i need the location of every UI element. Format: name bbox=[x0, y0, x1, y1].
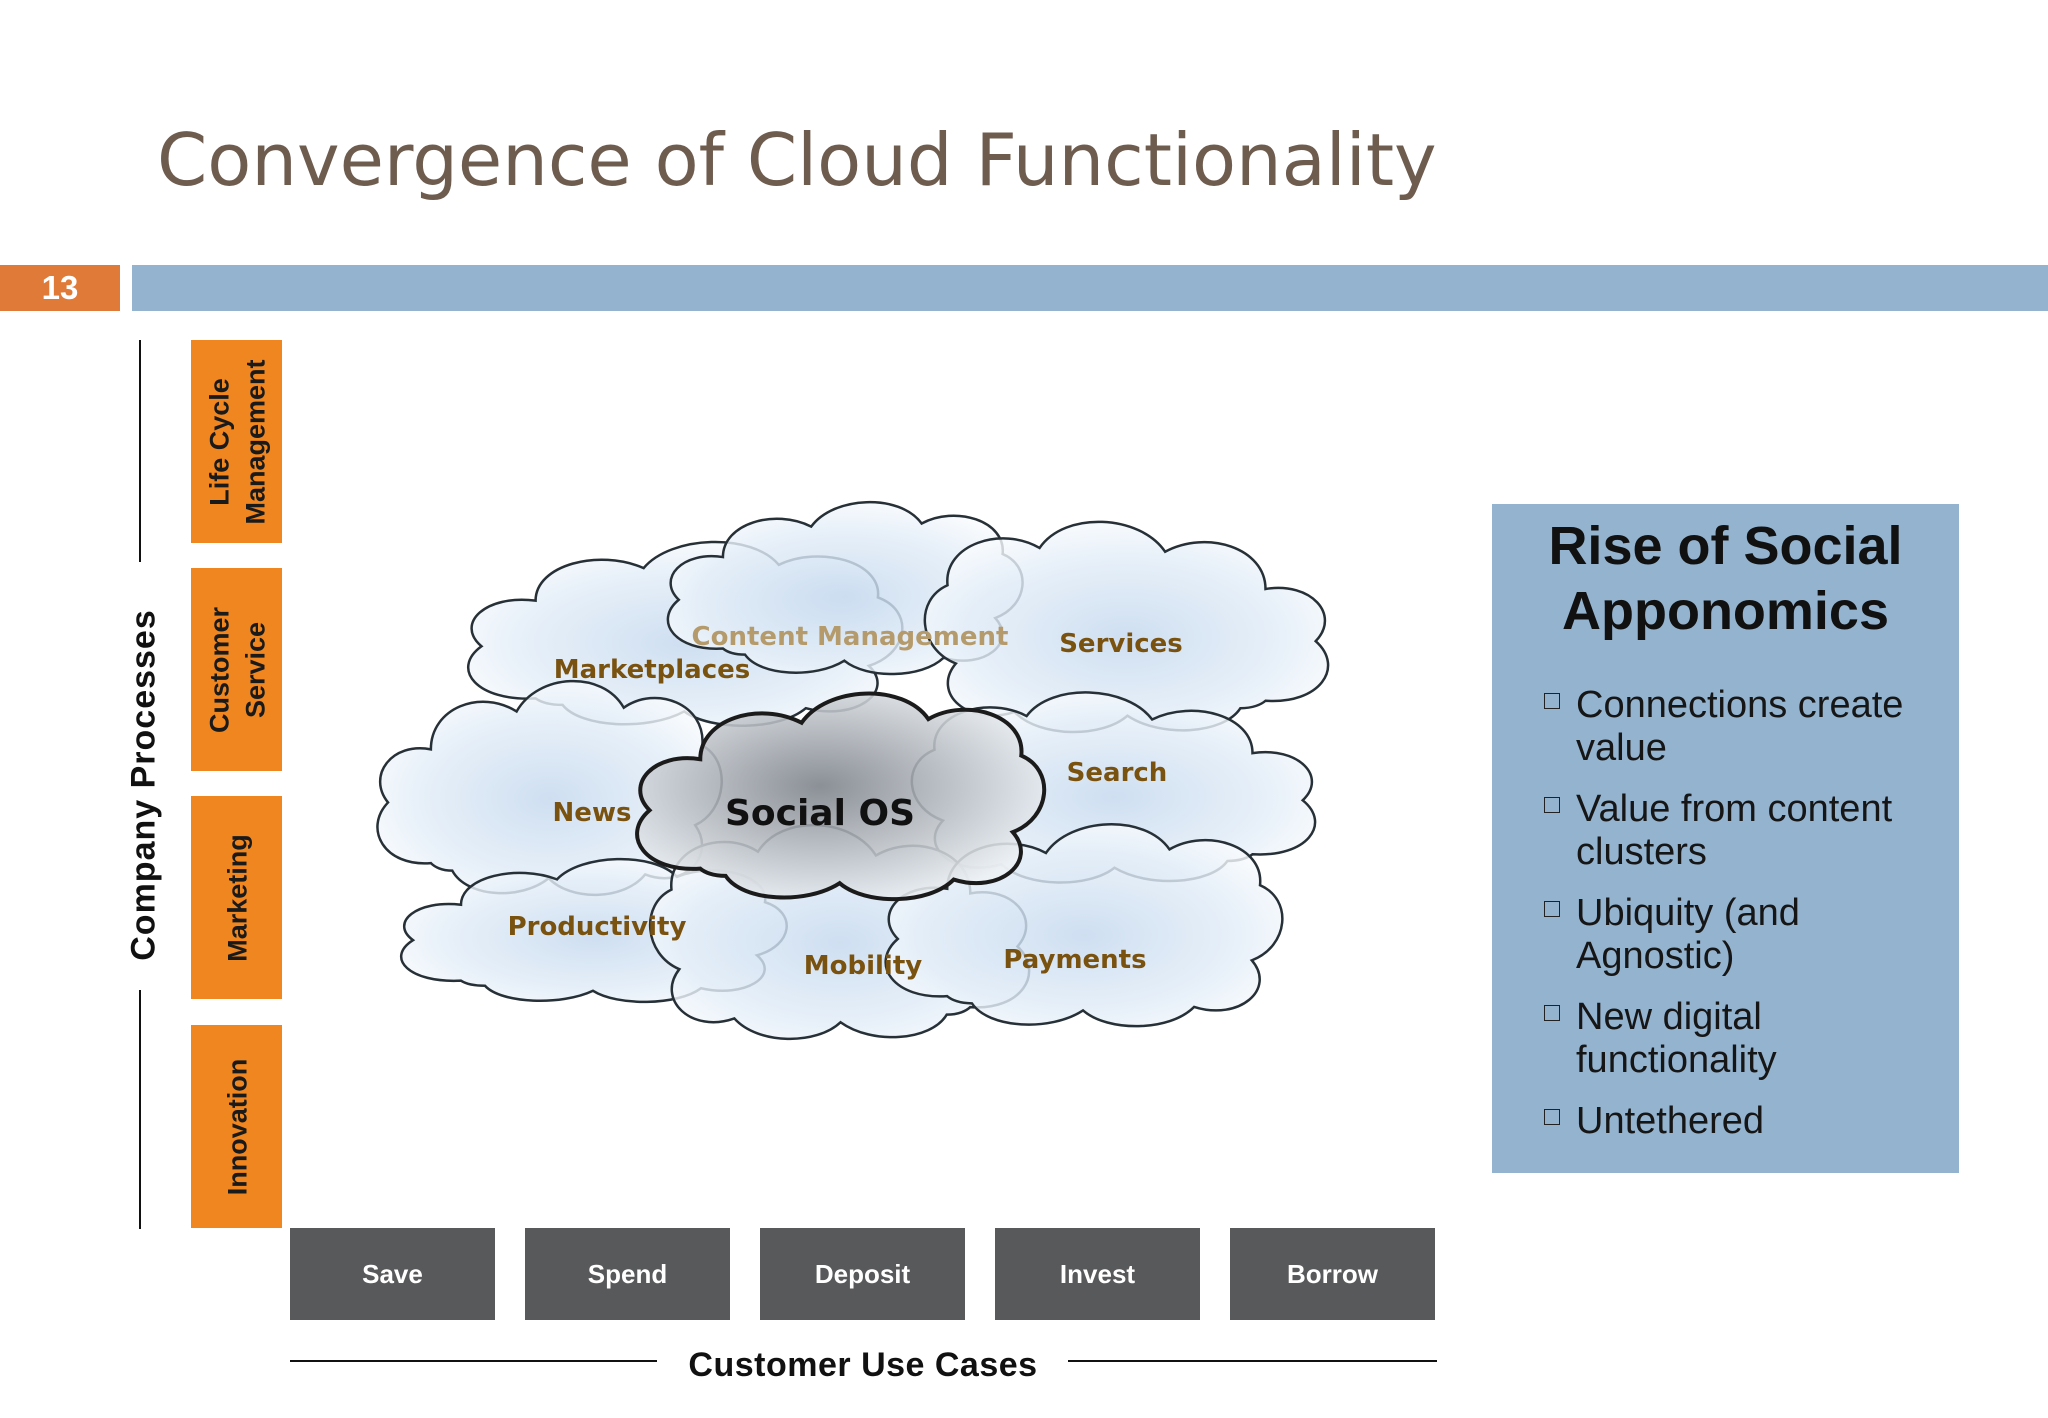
use-case-borrow: Borrow bbox=[1230, 1228, 1435, 1320]
process-box-innovation: Innovation bbox=[191, 1025, 282, 1228]
cloud-label-productivity: Productivity bbox=[508, 912, 687, 942]
cloud-label-marketplaces: Marketplaces bbox=[554, 655, 751, 685]
company-processes-label-text: Company Processes bbox=[124, 609, 163, 961]
cloud-label-social-os: Social OS bbox=[725, 793, 915, 834]
apponomics-panel: Rise of Social Apponomics Connections cr… bbox=[1492, 504, 1959, 1173]
cloud-diagram: Content Management Marketplaces Services… bbox=[340, 470, 1360, 1070]
title-bar bbox=[132, 265, 2048, 311]
bullet-text: Untethered bbox=[1576, 1100, 1765, 1142]
process-box-marketing: Marketing bbox=[191, 796, 282, 999]
use-case-invest: Invest bbox=[995, 1228, 1200, 1320]
bullet-text: New digital functionality bbox=[1576, 996, 1777, 1081]
bullet-text: Ubiquity (and Agnostic) bbox=[1576, 892, 1800, 977]
panel-title: Rise of Social Apponomics bbox=[1548, 516, 1903, 641]
process-box-life-cycle-management: Life Cycle Management bbox=[191, 340, 282, 543]
list-item: Ubiquity (and Agnostic) bbox=[1544, 892, 1926, 978]
process-box-customer-service: Customer Service bbox=[191, 568, 282, 771]
processes-axis-line-top bbox=[139, 340, 141, 562]
list-item: Value from content clusters bbox=[1544, 788, 1926, 874]
processes-axis-line-bottom bbox=[139, 990, 141, 1229]
process-label-line: Innovation bbox=[221, 1058, 252, 1195]
process-label-line: Service bbox=[239, 621, 270, 718]
cloud-label-services: Services bbox=[1059, 629, 1183, 659]
process-label-line: Management bbox=[239, 358, 270, 525]
use-case-spend: Spend bbox=[525, 1228, 730, 1320]
list-item: New digital functionality bbox=[1544, 996, 1926, 1082]
slide-title: Convergence of Cloud Functionality bbox=[157, 118, 1437, 202]
list-item: Connections create value bbox=[1544, 684, 1926, 770]
hollow-square-icon bbox=[1544, 901, 1560, 917]
list-item: Untethered bbox=[1544, 1100, 1926, 1143]
use-case-deposit: Deposit bbox=[760, 1228, 965, 1320]
hollow-square-icon bbox=[1544, 1005, 1560, 1021]
hollow-square-icon bbox=[1544, 693, 1560, 709]
process-label-line: Customer bbox=[203, 606, 234, 733]
slide-number: 13 bbox=[0, 265, 120, 311]
use-cases-axis-line-left bbox=[290, 1360, 657, 1362]
cloud-label-news: News bbox=[553, 798, 632, 828]
bullet-text: Value from content clusters bbox=[1576, 788, 1893, 873]
process-label-line: Marketing bbox=[221, 833, 252, 962]
cloud-label-search: Search bbox=[1067, 758, 1168, 788]
cloud-label-content-management: Content Management bbox=[692, 622, 1009, 652]
panel-bullet-list: Connections create value Value from cont… bbox=[1544, 684, 1944, 1161]
cloud-label-mobility: Mobility bbox=[804, 951, 923, 981]
hollow-square-icon bbox=[1544, 797, 1560, 813]
bullet-text: Connections create value bbox=[1576, 684, 1904, 769]
use-case-save: Save bbox=[290, 1228, 495, 1320]
cloud-label-payments: Payments bbox=[1003, 945, 1146, 975]
process-label-line: Life Cycle bbox=[203, 377, 234, 506]
hollow-square-icon bbox=[1544, 1109, 1560, 1125]
use-cases-axis-line-right bbox=[1068, 1360, 1437, 1362]
customer-use-cases-label: Customer Use Cases bbox=[688, 1346, 1038, 1384]
